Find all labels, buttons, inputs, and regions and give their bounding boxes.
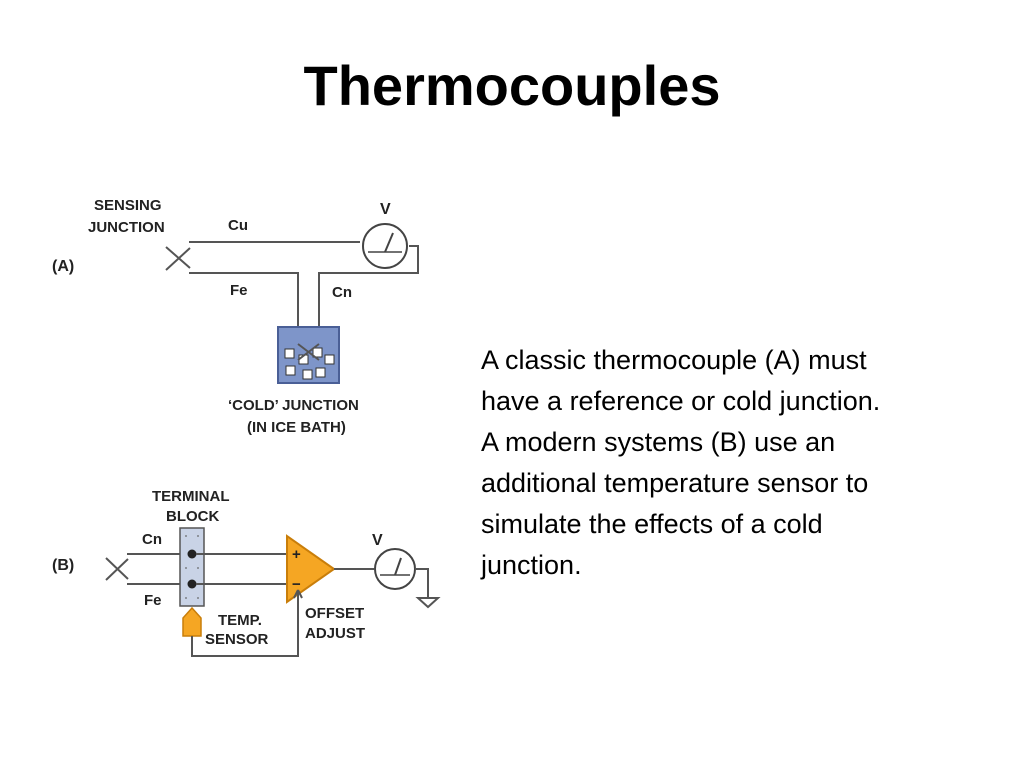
offset-label-2: ADJUST [305,625,365,642]
sensing-junction-label-2: JUNCTION [88,219,165,236]
description-line: A modern systems (B) use an [481,427,836,457]
description-line: have a reference or cold junction. [481,386,881,416]
voltmeter-a-icon [362,223,408,269]
fe-wire [189,272,299,344]
sensing-junction-label-1: SENSING [94,197,162,214]
temp-sensor-feedback-wire [191,590,299,657]
description-line: A classic thermocouple (A) must [481,345,867,375]
offset-label-1: OFFSET [305,605,364,622]
cold-junction-label-2: (IN ICE BATH) [247,419,346,436]
terminal-block-label-1: TERMINAL [152,488,230,505]
cn-wire [318,245,419,344]
cn-label: Cn [332,284,352,301]
meter-label-a: V [380,201,391,218]
description-line: simulate the effects of a cold [481,509,823,539]
amp-plus-label: + [292,546,301,563]
offset-adjust-arrow [293,589,303,599]
panel-label-a: (A) [52,258,74,275]
amplifier-icon [286,534,336,604]
description-text: A classic thermocouple (A) must have a r… [481,340,1011,586]
ground-icon [415,568,441,609]
meter-label-b: V [372,532,383,549]
temp-sensor-label-1: TEMP. [218,612,262,629]
sensing-junction-b [105,557,129,581]
sensing-junction [165,246,191,271]
fe-label: Fe [230,282,248,299]
temp-sensor-label-2: SENSOR [205,631,269,648]
ice-bath [277,326,340,384]
description-line: additional temperature sensor to [481,468,869,498]
slide-title: Thermocouples [303,54,721,117]
description-line: junction. [481,550,582,580]
amp-minus-label: − [292,576,301,593]
terminal-block [179,527,205,607]
fe-label-b: Fe [144,592,162,609]
temp-sensor-icon [182,606,202,637]
panel-label-b: (B) [52,557,74,574]
diagram-a: (A) SENSING JUNCTION Cu Fe Cn V [52,197,419,436]
diagram-b: (B) TERMINAL BLOCK Cn Fe + [52,488,441,657]
voltmeter-b-icon [374,548,416,590]
cn-label-b: Cn [142,531,162,548]
cu-label: Cu [228,217,248,234]
terminal-block-label-2: BLOCK [166,508,219,525]
cold-junction-label-1: ‘COLD’ JUNCTION [228,397,359,414]
